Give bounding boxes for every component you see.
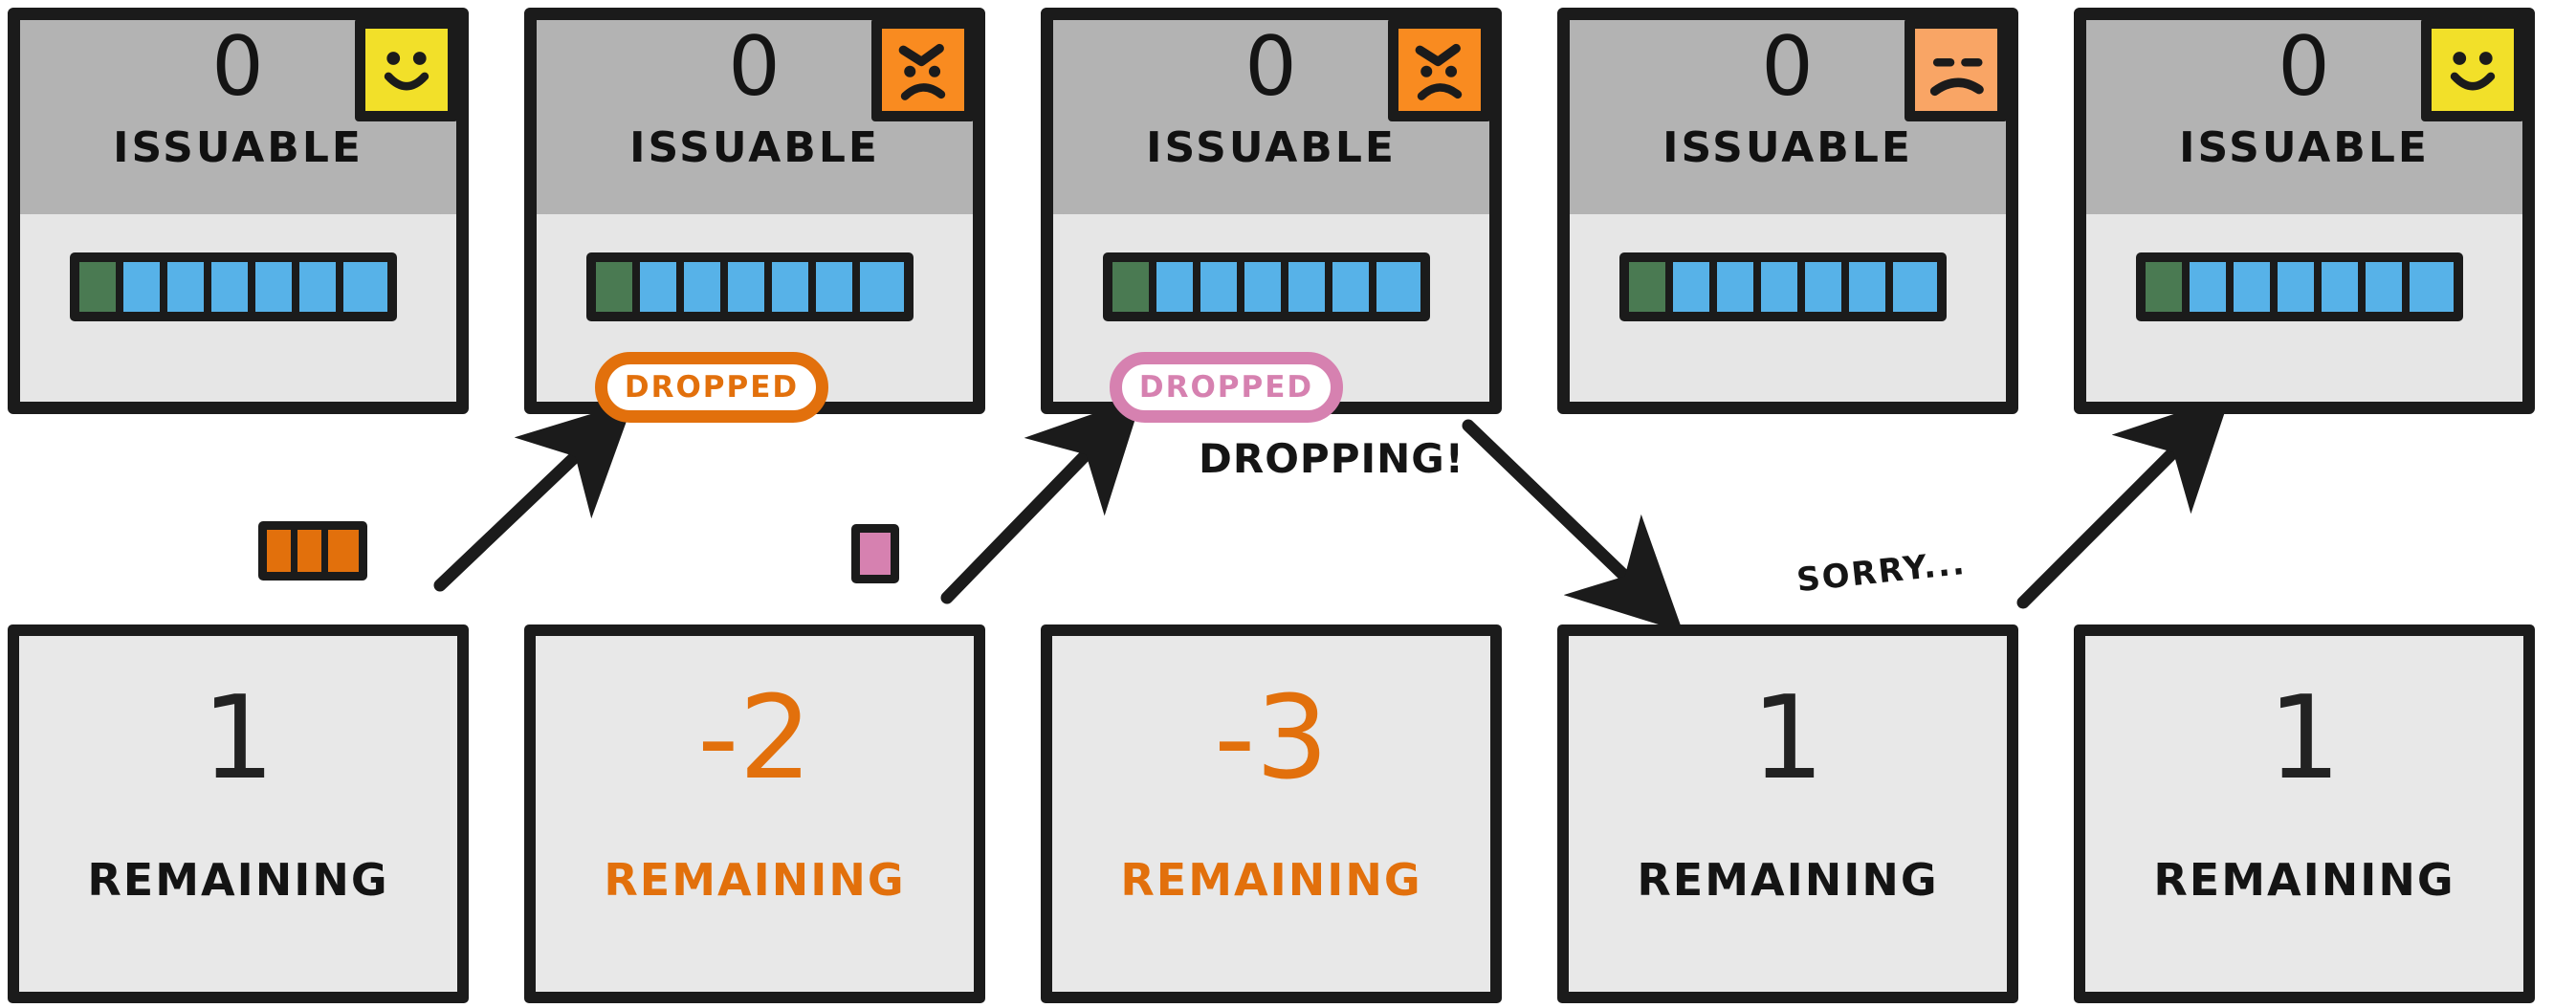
- segment-free: [167, 262, 211, 312]
- smiley-sad-icon: [1904, 20, 2006, 121]
- issuable-card[interactable]: 0 ISSUABLE: [524, 8, 985, 414]
- dropped-badge: DROPPED: [1110, 352, 1343, 423]
- quota-segment-bar: [2136, 252, 2463, 321]
- dropped-item-chip: [297, 530, 328, 572]
- smiley-angry-icon: [871, 20, 973, 121]
- issuable-label: ISSUABLE: [113, 123, 363, 172]
- remaining-count: -2: [697, 672, 812, 805]
- issuable-count: 0: [1761, 19, 1815, 115]
- remaining-card[interactable]: 1 REMAINING: [8, 625, 469, 1003]
- segment-free: [123, 262, 167, 312]
- issuable-count: 0: [1244, 19, 1298, 115]
- card-body: [20, 214, 456, 402]
- dropped-badge: DROPPED: [595, 352, 828, 423]
- segment-free: [2278, 262, 2322, 312]
- issuable-count: 0: [728, 19, 782, 115]
- segment-free: [860, 262, 904, 312]
- segment-free: [1805, 262, 1849, 312]
- segment-free: [1849, 262, 1893, 312]
- quota-segment-bar: [1619, 252, 1947, 321]
- segment-free: [2322, 262, 2366, 312]
- segment-free: [1156, 262, 1200, 312]
- segment-used: [1629, 262, 1673, 312]
- quota-segment-bar: [70, 252, 397, 321]
- segment-free: [1717, 262, 1761, 312]
- segment-free: [772, 262, 816, 312]
- segment-free: [255, 262, 299, 312]
- smiley-angry-icon: [1388, 20, 1489, 121]
- segment-free: [1673, 262, 1717, 312]
- dropped-badge-label: DROPPED: [624, 370, 800, 405]
- remaining-count: 1: [2267, 672, 2342, 805]
- segment-free: [1376, 262, 1420, 312]
- arrow-chip2-to-dropped2: [940, 396, 1143, 604]
- dropped-item-chip: [267, 530, 297, 572]
- smiley-happy-icon: [355, 20, 456, 121]
- segment-free: [640, 262, 684, 312]
- smiley-happy-icon: [2421, 20, 2522, 121]
- quota-segment-bar: [1103, 252, 1430, 321]
- sorry-annotation: SORRY...: [1794, 543, 1969, 601]
- dropped-items-chip-group: [851, 524, 899, 583]
- dropped-item-chip: [860, 533, 891, 575]
- card-body: [1053, 214, 1489, 402]
- issuable-card[interactable]: 0 ISSUABLE: [8, 8, 469, 414]
- dropped-badge-label: DROPPED: [1138, 370, 1314, 405]
- segment-free: [2234, 262, 2278, 312]
- segment-free: [728, 262, 772, 312]
- segment-free: [299, 262, 343, 312]
- segment-free: [2366, 262, 2410, 312]
- segment-free: [1200, 262, 1244, 312]
- segment-free: [2190, 262, 2234, 312]
- remaining-card[interactable]: -3 REMAINING: [1041, 625, 1502, 1003]
- segment-free: [2410, 262, 2454, 312]
- segment-used: [79, 262, 123, 312]
- segment-used: [596, 262, 640, 312]
- issuable-label: ISSUABLE: [1662, 123, 1913, 172]
- remaining-label: REMAINING: [1637, 854, 1939, 906]
- issuable-count: 0: [211, 19, 265, 115]
- remaining-label: REMAINING: [1120, 854, 1422, 906]
- arrow-dropping-to-card4: [1462, 419, 1684, 633]
- segment-free: [1332, 262, 1376, 312]
- segment-free: [1893, 262, 1937, 312]
- quota-segment-bar: [586, 252, 914, 321]
- issuable-label: ISSUABLE: [1146, 123, 1397, 172]
- dropping-annotation: DROPPING!: [1199, 435, 1464, 482]
- segment-free: [816, 262, 860, 312]
- arrow-sorry-to-card5: [2016, 395, 2231, 609]
- issuable-card[interactable]: 0 ISSUABLE: [1041, 8, 1502, 414]
- dropped-items-chip-group: [258, 521, 367, 581]
- remaining-count: 1: [1750, 672, 1825, 805]
- segment-free: [1288, 262, 1332, 312]
- remaining-label: REMAINING: [87, 854, 389, 906]
- segment-used: [1112, 262, 1156, 312]
- remaining-label: REMAINING: [2153, 854, 2455, 906]
- segment-free: [1761, 262, 1805, 312]
- card-body: [1570, 214, 2006, 402]
- segment-free: [343, 262, 387, 312]
- issuable-count: 0: [2278, 19, 2331, 115]
- remaining-count: -3: [1214, 672, 1329, 805]
- issuable-card[interactable]: 0 ISSUABLE: [1557, 8, 2018, 414]
- dropped-item-chip: [328, 530, 359, 572]
- remaining-card[interactable]: 1 REMAINING: [1557, 625, 2018, 1003]
- issuable-label: ISSUABLE: [629, 123, 880, 172]
- remaining-label: REMAINING: [604, 854, 906, 906]
- remaining-card[interactable]: 1 REMAINING: [2074, 625, 2535, 1003]
- arrow-chip1-to-dropped1: [433, 401, 634, 592]
- segment-used: [2146, 262, 2190, 312]
- issuable-card[interactable]: 0 ISSUABLE: [2074, 8, 2535, 414]
- issuable-label: ISSUABLE: [2179, 123, 2430, 172]
- remaining-card[interactable]: -2 REMAINING: [524, 625, 985, 1003]
- segment-free: [684, 262, 728, 312]
- card-body: [2086, 214, 2522, 402]
- segment-free: [1244, 262, 1288, 312]
- remaining-count: 1: [201, 672, 275, 805]
- segment-free: [211, 262, 255, 312]
